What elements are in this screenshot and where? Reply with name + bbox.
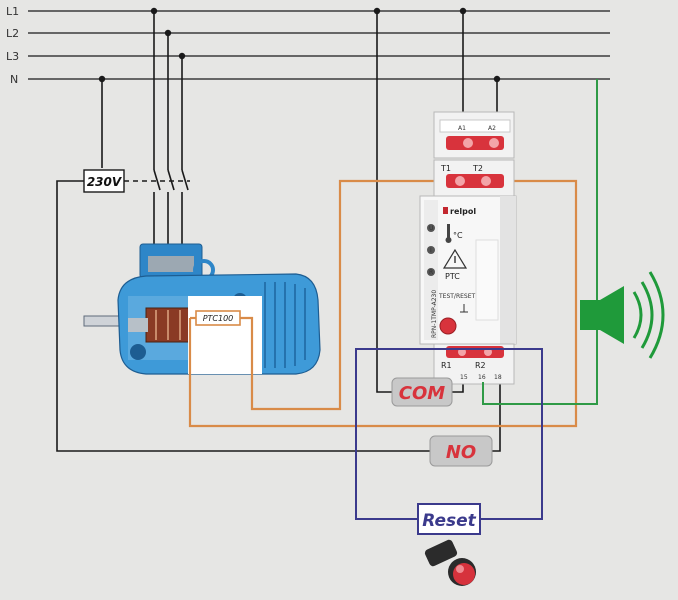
terminal-a2: A2: [488, 125, 496, 132]
supply-lines: [28, 10, 610, 80]
relay-model: RPN-1TMP-A230: [431, 290, 438, 338]
ptc-text: PTC: [445, 272, 460, 281]
terminal-a1: A1: [458, 125, 466, 132]
black-wires: [56, 11, 501, 452]
motor-fins: [264, 282, 306, 368]
com-contact: COM: [391, 377, 453, 407]
label-l3: L3: [6, 50, 19, 63]
terminal-r2: R2: [475, 361, 486, 370]
terminal-t2: T2: [472, 164, 483, 173]
terminal-15: 15: [460, 374, 468, 381]
wire-no-to-18: [492, 382, 501, 452]
terminal-16: 16: [478, 374, 486, 381]
coil-230v: 230V: [83, 169, 125, 193]
label-l2: L2: [6, 27, 19, 40]
no-contact: NO: [429, 435, 493, 467]
orange-wires: [188, 179, 578, 428]
reset-box: Reset: [417, 503, 481, 535]
thermometer-icon: [445, 224, 452, 243]
led-u-label: U: [429, 225, 433, 232]
motor: [83, 243, 321, 375]
terminal-t1: T1: [440, 164, 451, 173]
test-reset-button[interactable]: [439, 317, 457, 335]
contact-blade: [153, 169, 161, 191]
wire-ptc-inner: [250, 179, 440, 411]
junction-dots: [98, 7, 501, 83]
contact-blade: [181, 169, 189, 191]
relay: A1 A2 T1 T2 relpol U I R °C PTC RPN-1TM: [419, 111, 517, 385]
blue-wires: [355, 348, 543, 520]
wire-16-to-horn: [482, 318, 598, 405]
led-r: [427, 268, 435, 276]
wire-ptc-outer: [188, 179, 578, 428]
label-n: N: [10, 73, 18, 86]
horn-icon: [580, 271, 665, 359]
degree-celsius: °C: [453, 231, 463, 240]
terminal-r1: R1: [441, 361, 452, 370]
terminal-18: 18: [494, 374, 502, 381]
wire-coil-to-no: [56, 180, 430, 452]
wire-com-to-15: [452, 382, 464, 393]
warning-icon: [442, 248, 468, 269]
test-reset-label: TEST/RESET: [438, 293, 476, 300]
label-l1: L1: [6, 5, 19, 18]
wire-reset-loop: [355, 348, 543, 520]
green-wires: [482, 79, 598, 405]
com-label: COM: [399, 383, 446, 404]
ptc-sensor-label: PTC100: [203, 314, 234, 323]
relay-brand: relpol: [450, 207, 476, 216]
reset-button-icon[interactable]: [424, 539, 476, 586]
led-i-label: I: [430, 247, 432, 254]
no-label: NO: [446, 442, 476, 463]
ptc-cutout: [188, 296, 262, 374]
ptc-sensor-box: PTC100: [195, 310, 241, 326]
relay-top-terminals: [433, 111, 515, 159]
coil-voltage-label: 230V: [87, 175, 123, 189]
reset-label: Reset: [422, 511, 476, 531]
led-r-label: R: [429, 269, 433, 276]
led-u: [427, 224, 435, 232]
wire-ptc-right: [240, 316, 254, 322]
led-i: [427, 246, 435, 254]
contact-blade: [167, 169, 175, 191]
wire-l1-to-com: [376, 11, 392, 393]
